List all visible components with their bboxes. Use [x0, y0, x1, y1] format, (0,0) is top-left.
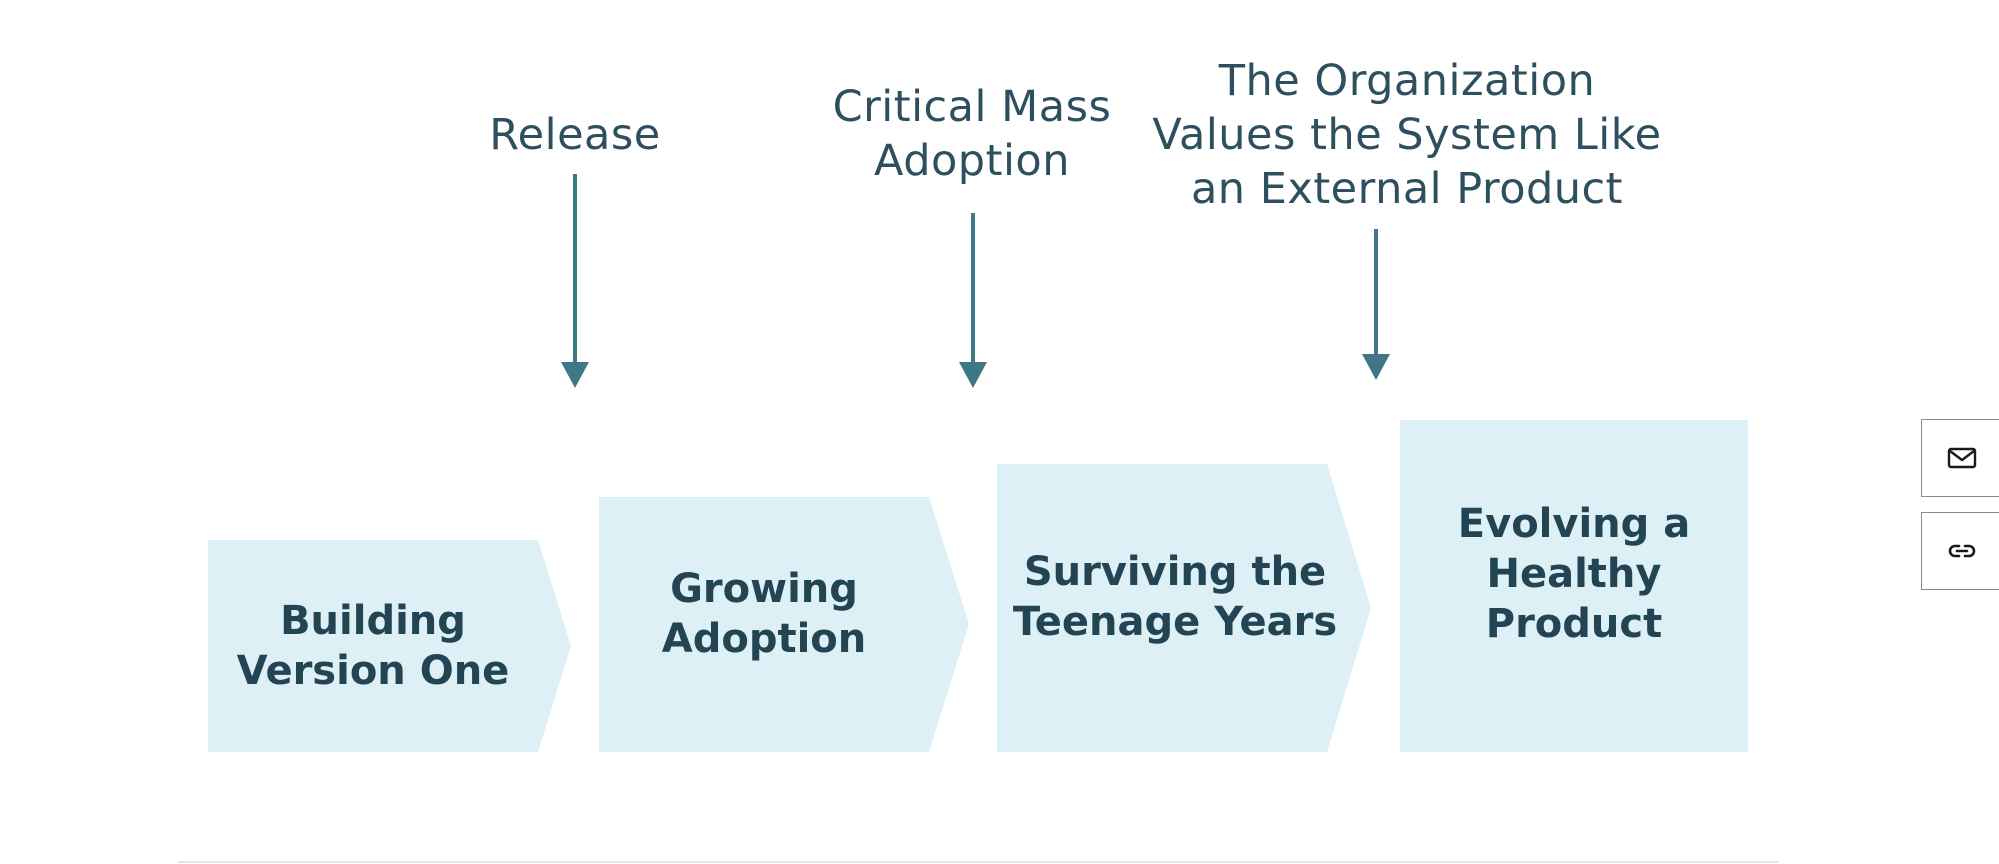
stage-surviving-teenage-years: Surviving the Teenage Years: [997, 464, 1371, 752]
milestone-organization-line-2: Values the System Like: [1152, 110, 1662, 160]
stage-label: Building Version One: [236, 598, 510, 694]
milestone-critical-mass-line-1: Critical Mass: [832, 82, 1112, 132]
release-down-arrow: [561, 174, 589, 388]
chain-link-icon: [1948, 544, 1975, 558]
stage-building-version-one: Building Version One: [208, 540, 571, 752]
milestone-organization-values: The Organization Values the System Like …: [1137, 54, 1677, 216]
envelope-icon: [1947, 447, 1976, 469]
stage-shape: [997, 464, 1371, 752]
critical-mass-down-arrow: [959, 213, 987, 388]
milestone-release-text: Release: [489, 110, 661, 160]
milestone-release: Release: [475, 108, 675, 162]
organization-values-down-arrow: [1362, 229, 1390, 380]
bottom-divider: [178, 861, 1778, 863]
stage-evolving-healthy-product: Evolving a Healthy Product: [1400, 420, 1748, 752]
milestone-critical-mass-adoption: Critical Mass Adoption: [822, 80, 1122, 188]
milestone-organization-line-3: an External Product: [1190, 164, 1624, 214]
copy-link-button[interactable]: [1921, 512, 1999, 590]
email-share-button[interactable]: [1921, 419, 1999, 497]
stage-label: Growing Adoption: [661, 565, 867, 662]
stage-label: Surviving the Teenage Years: [1012, 549, 1338, 645]
milestone-organization-line-1: The Organization: [1218, 56, 1596, 106]
stage-label: Evolving a Healthy Product: [1457, 501, 1691, 647]
stage-growing-adoption: Growing Adoption: [599, 497, 969, 752]
stage-shape: [599, 497, 969, 752]
stage-shape: [1400, 420, 1748, 752]
milestone-critical-mass-line-2: Adoption: [874, 136, 1070, 186]
stage-shape: [208, 540, 571, 752]
